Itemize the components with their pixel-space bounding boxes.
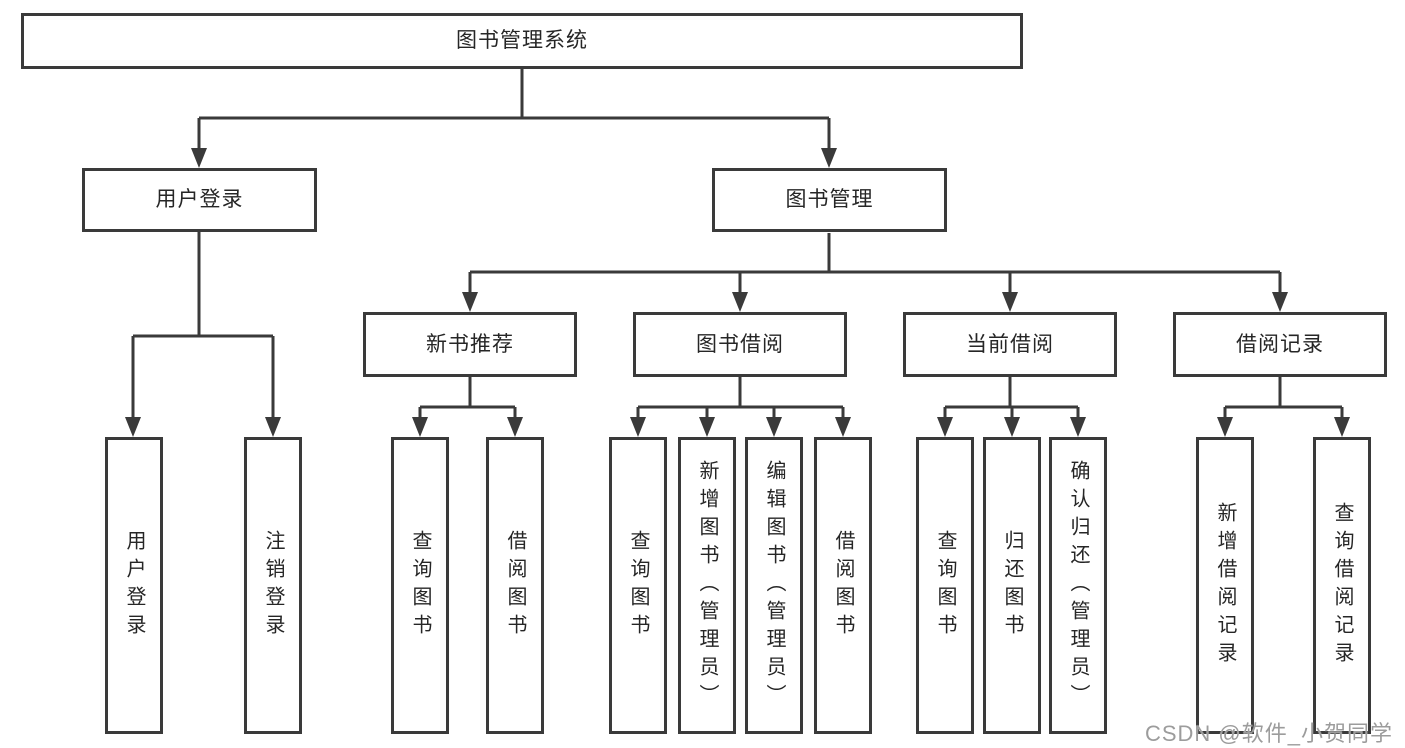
leaf-user-login: 用户登录 [105,437,163,734]
leaf-borrow-add-books-admin: 新增图书（管理员） [678,437,736,734]
csdn-watermark: CSDN @软件_小贺同学 [1144,721,1393,746]
leaf-newbooks-borrow-books: 借阅图书 [486,437,544,734]
leaf-records-query-record: 查询借阅记录 [1313,437,1371,734]
leaf-newbooks-query-books: 查询图书 [391,437,449,734]
leaf-records-add-record: 新增借阅记录 [1196,437,1254,734]
leaf-logout: 注销登录 [244,437,302,734]
node-root: 图书管理系统 [21,13,1023,69]
node-new-book-recommend: 新书推荐 [363,312,577,377]
node-current-borrow: 当前借阅 [903,312,1117,377]
node-borrow-records: 借阅记录 [1173,312,1387,377]
leaf-current-return-books: 归还图书 [983,437,1041,734]
leaf-borrow-edit-books-admin: 编辑图书（管理员） [745,437,803,734]
leaf-current-confirm-return-admin: 确认归还（管理员） [1049,437,1107,734]
node-book-management: 图书管理 [712,168,947,232]
node-user-login: 用户登录 [82,168,317,232]
node-book-borrow: 图书借阅 [633,312,847,377]
leaf-borrow-borrow-books: 借阅图书 [814,437,872,734]
leaf-borrow-query-books: 查询图书 [609,437,667,734]
leaf-current-query-books: 查询图书 [916,437,974,734]
